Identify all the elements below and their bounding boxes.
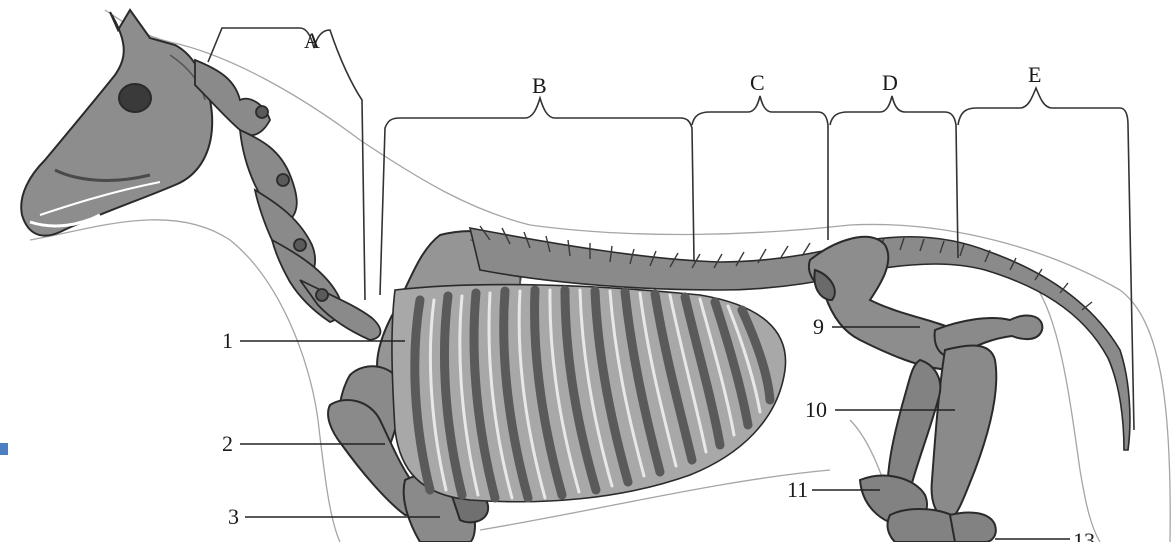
bracket-c	[692, 96, 828, 240]
part-label-3: 3	[228, 504, 239, 529]
part-label-10: 10	[805, 397, 827, 422]
part-label-2: 2	[222, 431, 233, 456]
part-label-9: 9	[813, 314, 824, 339]
skull	[21, 10, 212, 236]
bracket-d	[830, 96, 958, 258]
region-label-d: D	[882, 70, 898, 95]
cervical-vertebrae	[195, 60, 380, 340]
femur	[932, 315, 1043, 520]
region-label-c: C	[750, 70, 765, 95]
part-label-1: 1	[222, 328, 233, 353]
region-label-e: E	[1028, 62, 1041, 87]
part-label-11: 11	[787, 477, 808, 502]
rib-cage	[392, 285, 786, 502]
region-label-a: A	[304, 28, 320, 53]
region-label-b: B	[532, 73, 547, 98]
part-label-13: 13	[1073, 528, 1095, 542]
